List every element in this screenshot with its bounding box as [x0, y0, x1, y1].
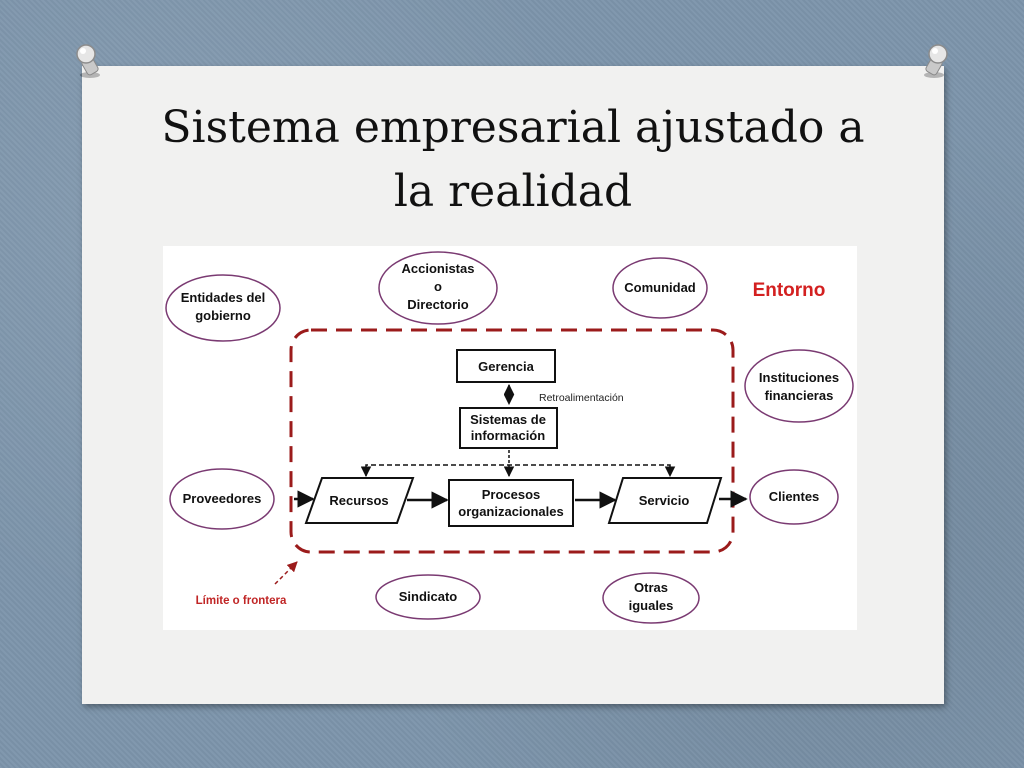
gerencia-label: Gerencia [478, 359, 534, 374]
otras-line2: iguales [629, 598, 674, 613]
system-boundary [289, 328, 735, 554]
retroalimentacion-label: Retroalimentación [539, 392, 624, 404]
gobierno-line2: gobierno [195, 308, 251, 323]
title-line-1: Sistema empresarial ajustado a [161, 102, 865, 153]
gerencia-box: Gerencia [456, 349, 556, 383]
entity-gobierno: Entidades del gobierno [165, 274, 281, 342]
recursos-box: Recursos [304, 477, 415, 524]
limite-arrow [274, 561, 298, 585]
pushpin-icon [76, 44, 100, 78]
accionistas-line1: Accionistas [402, 261, 475, 276]
system-diagram: Entidades del gobierno Accionistas o Dir… [163, 246, 857, 630]
entorno-label: Entorno [753, 280, 826, 301]
comunidad-label: Comunidad [624, 280, 696, 295]
sistemas-line1: Sistemas de [470, 412, 546, 427]
otras-line1: Otras [634, 580, 668, 595]
sistemas-box: Sistemas de información [459, 407, 558, 449]
limite-label: Límite o frontera [196, 595, 287, 607]
servicio-box: Servicio [607, 477, 723, 524]
accionistas-line2: o [434, 279, 442, 294]
entity-clientes: Clientes [749, 469, 839, 525]
instituciones-line2: financieras [765, 388, 834, 403]
title-line-2: la realidad [393, 166, 633, 217]
slide-title: Sistema empresarial ajustado a la realid… [82, 96, 944, 224]
entity-otras-iguales: Otras iguales [602, 572, 700, 624]
pushpin-icon [924, 44, 948, 78]
servicio-label: Servicio [639, 493, 690, 508]
dashed-feedback-bus [360, 464, 676, 478]
procesos-box: Procesos organizacionales [448, 479, 574, 527]
sindicato-label: Sindicato [399, 589, 458, 604]
sistemas-line2: información [471, 428, 545, 443]
entity-comunidad: Comunidad [612, 257, 708, 319]
proveedores-label: Proveedores [183, 491, 262, 506]
entity-accionistas: Accionistas o Directorio [378, 251, 498, 325]
entity-proveedores: Proveedores [169, 468, 275, 530]
procesos-line2: organizacionales [458, 504, 563, 519]
procesos-line1: Procesos [482, 487, 541, 502]
entity-sindicato: Sindicato [375, 574, 481, 620]
clientes-label: Clientes [769, 489, 820, 504]
gobierno-line1: Entidades del [181, 290, 266, 305]
recursos-label: Recursos [329, 493, 388, 508]
accionistas-line3: Directorio [407, 297, 468, 312]
entity-instituciones: Instituciones financieras [744, 349, 854, 423]
instituciones-line1: Instituciones [759, 370, 839, 385]
